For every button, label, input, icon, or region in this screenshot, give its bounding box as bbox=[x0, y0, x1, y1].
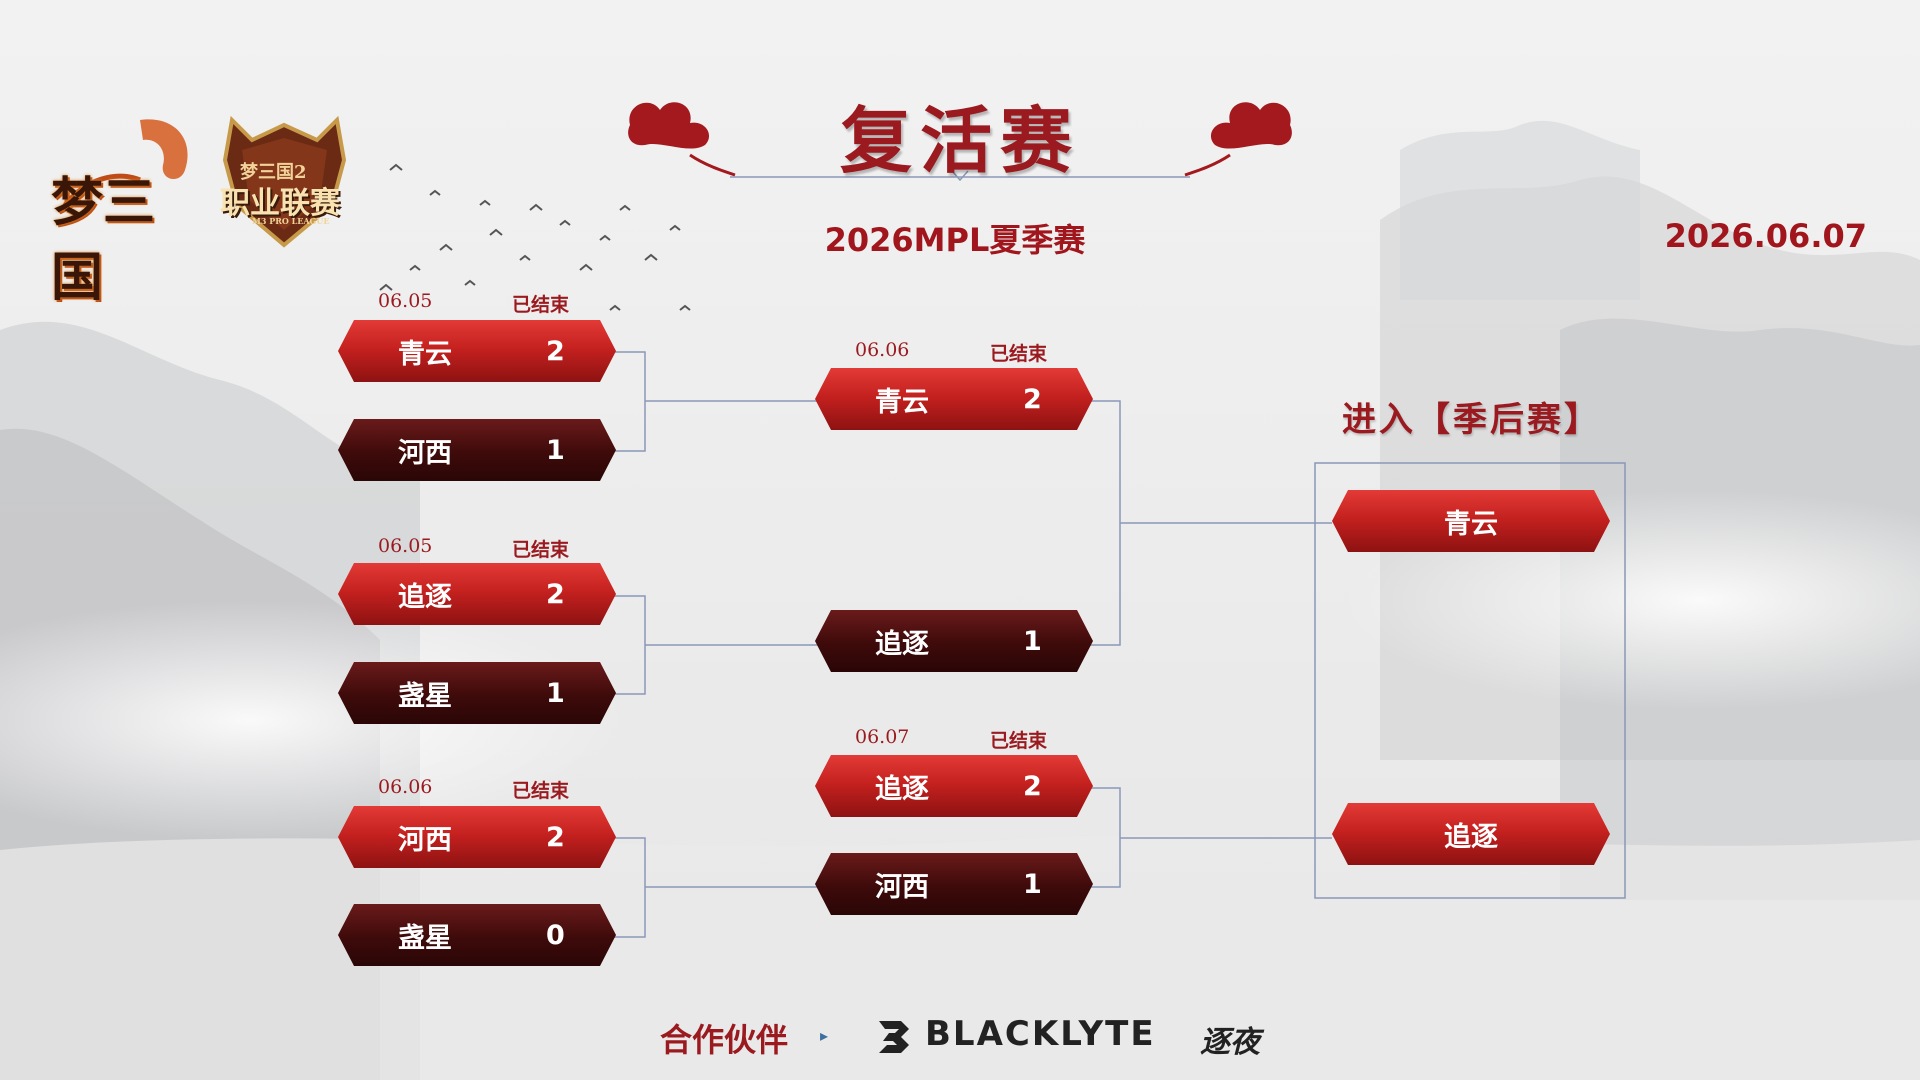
team-slot[interactable]: 盏星 1 bbox=[338, 662, 616, 724]
team-slot[interactable]: 青云 2 bbox=[815, 368, 1093, 430]
blacklyte-logo-icon bbox=[879, 1021, 909, 1053]
team-slot[interactable]: 追逐 1 bbox=[815, 610, 1093, 672]
sponsor-name: BLACKLYTE bbox=[925, 1014, 1156, 1054]
team-name: 盏星 bbox=[398, 680, 452, 712]
team-slot[interactable]: 河西 2 bbox=[338, 806, 616, 868]
team-name: 青云 bbox=[398, 338, 452, 370]
partner-label: 合作伙伴 bbox=[660, 1021, 789, 1059]
event-date: 2026.06.07 bbox=[1664, 217, 1867, 255]
team-name: 追逐 bbox=[1444, 821, 1498, 853]
cloud-ornament-right-icon bbox=[1184, 102, 1292, 177]
team-slot[interactable]: 追逐 2 bbox=[815, 755, 1093, 817]
playoff-team-slot[interactable]: 青云 bbox=[1332, 490, 1610, 552]
league-logo: 梦三国2 职业联赛 M3 PRO LEAGUE bbox=[212, 100, 357, 250]
match-status: 已结束 bbox=[512, 780, 570, 802]
shield-icon bbox=[222, 115, 347, 248]
match-date: 06.05 bbox=[378, 535, 433, 557]
team-name: 盏星 bbox=[398, 922, 452, 954]
team-name: 河西 bbox=[398, 824, 452, 856]
birds-decoration bbox=[379, 163, 691, 311]
league-logo-line2: 职业联赛 bbox=[220, 186, 340, 221]
team-name: 追逐 bbox=[875, 773, 929, 805]
team-score: 2 bbox=[1023, 383, 1042, 415]
game-logo-text: 梦三国 bbox=[51, 172, 156, 308]
team-score: 1 bbox=[546, 677, 565, 709]
team-slot[interactable]: 追逐 2 bbox=[338, 563, 616, 625]
cloud-ornament-left-icon bbox=[628, 102, 736, 177]
game-logo: 梦三国 bbox=[45, 110, 205, 308]
team-name: 追逐 bbox=[398, 581, 452, 613]
playoff-team-slot[interactable]: 追逐 bbox=[1332, 803, 1610, 865]
team-slot[interactable]: 河西 1 bbox=[815, 853, 1093, 915]
match-status: 已结束 bbox=[990, 343, 1048, 365]
team-slot[interactable]: 盏星 0 bbox=[338, 904, 616, 966]
dragon-icon bbox=[63, 119, 188, 207]
team-name: 青云 bbox=[875, 386, 929, 418]
team-name: 追逐 bbox=[875, 628, 929, 660]
team-score: 1 bbox=[1023, 625, 1042, 657]
team-score: 1 bbox=[546, 434, 565, 466]
league-logo-line3: M3 PRO LEAGUE bbox=[252, 216, 330, 226]
playoffs-heading: 进入【季后赛】 bbox=[1342, 400, 1601, 440]
team-score: 2 bbox=[546, 821, 565, 853]
match-date: 06.05 bbox=[378, 290, 433, 312]
team-score: 2 bbox=[546, 335, 565, 367]
match-status: 已结束 bbox=[990, 730, 1048, 752]
team-score: 1 bbox=[1023, 868, 1042, 900]
league-logo-line1: 梦三国2 bbox=[240, 162, 307, 183]
team-score: 2 bbox=[1023, 770, 1042, 802]
match-date: 06.06 bbox=[378, 776, 433, 798]
sponsor-chinese-name: 逐夜 bbox=[1200, 1025, 1260, 1060]
match-status: 已结束 bbox=[512, 294, 570, 316]
match-date: 06.06 bbox=[855, 339, 910, 361]
title-divider bbox=[730, 170, 1190, 182]
team-name: 河西 bbox=[398, 437, 452, 469]
team-name: 河西 bbox=[875, 871, 929, 903]
team-slot[interactable]: 河西 1 bbox=[338, 419, 616, 481]
match-date: 06.07 bbox=[855, 726, 910, 748]
team-name: 青云 bbox=[1444, 508, 1498, 540]
team-score: 2 bbox=[546, 578, 565, 610]
page-title: 复活赛 bbox=[839, 98, 1080, 183]
team-slot[interactable]: 青云 2 bbox=[338, 320, 616, 382]
event-subtitle: 2026MPL夏季赛 bbox=[824, 221, 1086, 259]
arrow-right-icon: ▸ bbox=[820, 1026, 829, 1045]
team-score: 0 bbox=[546, 919, 565, 951]
match-status: 已结束 bbox=[512, 539, 570, 561]
